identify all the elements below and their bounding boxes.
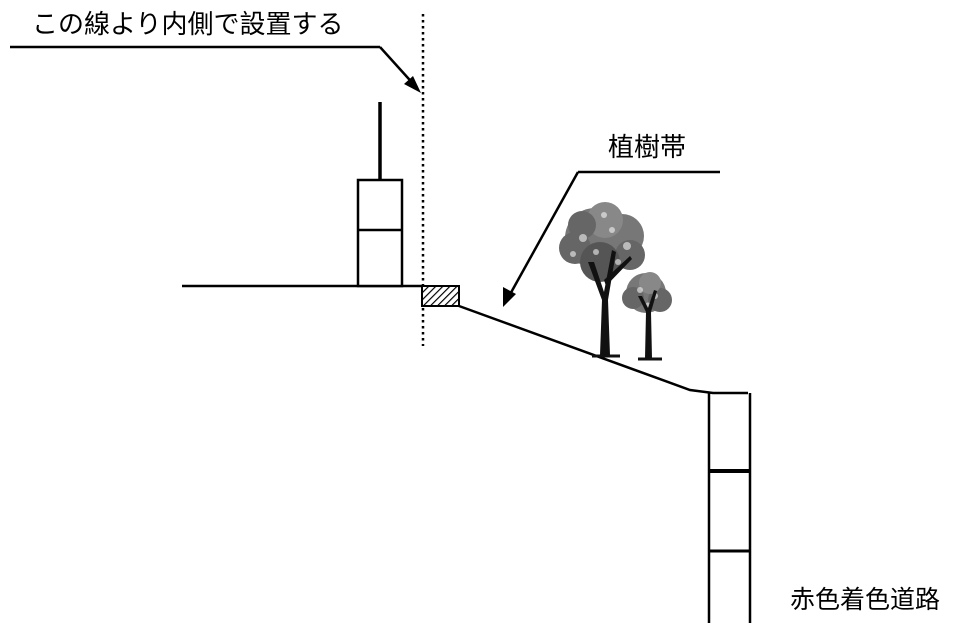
boundary-leader-line	[10, 45, 421, 93]
planting-arrowhead	[503, 287, 516, 307]
planting-leader-line	[503, 170, 720, 307]
sign-post	[356, 102, 404, 288]
retaining-wall	[707, 393, 752, 623]
boundary-instruction-label: この線より内側で設置する	[32, 10, 344, 40]
boundary-arrowhead	[404, 76, 421, 93]
planting-strip-label: 植樹帯	[608, 133, 687, 163]
tree-icon	[559, 202, 645, 358]
tree-icon-small	[622, 272, 672, 361]
slope-line	[458, 304, 748, 395]
road-label: 赤色着色道路	[790, 585, 941, 614]
hatched-curb	[421, 285, 460, 307]
